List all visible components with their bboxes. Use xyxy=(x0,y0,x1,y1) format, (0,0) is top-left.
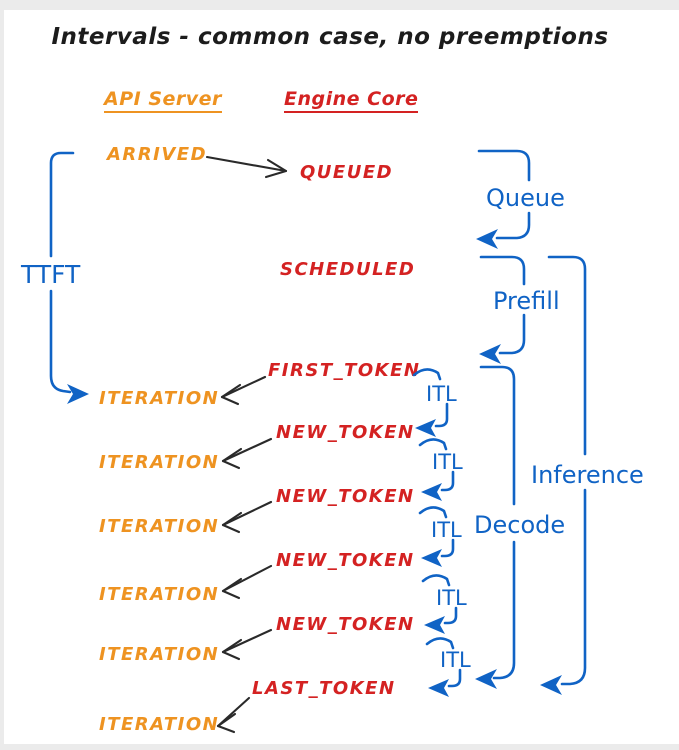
event-new-token: NEW_TOKEN xyxy=(276,550,415,571)
ttft-bracket xyxy=(49,151,89,404)
arrowhead-icon xyxy=(221,577,243,600)
arrowhead-icon xyxy=(221,638,243,661)
event-iteration: ITERATION xyxy=(99,714,220,735)
itl-arrowhead-icon xyxy=(421,549,442,567)
event-arrived: ARRIVED xyxy=(107,144,208,165)
interval-inference-label: Inference xyxy=(531,461,644,489)
arrowhead-icon xyxy=(221,511,243,534)
interval-queue-label: Queue xyxy=(486,184,565,212)
event-new-token: NEW_TOKEN xyxy=(276,614,415,635)
token-to-iteration-arrow xyxy=(216,696,251,734)
ttft-arrowhead-icon xyxy=(67,384,89,404)
event-iteration: ITERATION xyxy=(99,584,220,605)
inference-bracket xyxy=(540,255,587,695)
itl-connector xyxy=(418,438,455,501)
itl-connector xyxy=(412,368,449,437)
queue-arrowhead-icon xyxy=(476,229,498,249)
event-first-token: FIRST_TOKEN xyxy=(268,360,421,381)
event-queued: QUEUED xyxy=(300,162,394,183)
itl-connector xyxy=(421,574,458,634)
event-last-token: LAST_TOKEN xyxy=(252,678,396,699)
prefill-arrowhead-icon xyxy=(479,344,501,364)
event-new-token: NEW_TOKEN xyxy=(276,422,415,443)
arrived-to-queued-arrow xyxy=(205,155,288,179)
token-to-iteration-arrow xyxy=(221,564,273,600)
queue-bracket xyxy=(476,149,531,249)
top-edge-strip xyxy=(0,0,679,10)
itl-arrowhead-icon xyxy=(424,616,445,634)
interval-itl-label: ITL xyxy=(432,450,463,474)
token-to-iteration-arrow xyxy=(221,628,273,661)
event-new-token: NEW_TOKEN xyxy=(276,486,415,507)
interval-decode-label: Decode xyxy=(474,511,566,539)
arrowhead-icon xyxy=(264,158,288,179)
interval-itl-label: ITL xyxy=(440,648,471,672)
event-scheduled: SCHEDULED xyxy=(280,259,416,280)
itl-connector xyxy=(418,506,455,567)
left-edge-strip xyxy=(0,0,4,750)
arrowhead-icon xyxy=(220,383,242,406)
engine-core-header: Engine Core xyxy=(284,88,419,113)
api-server-header: API Server xyxy=(104,88,222,113)
interval-itl-label: ITL xyxy=(431,518,462,542)
itl-arrowhead-icon xyxy=(415,419,436,437)
decode-arrowhead-icon xyxy=(475,669,497,689)
itl-arrowhead-icon xyxy=(428,679,449,697)
interval-ttft-label: TTFT xyxy=(21,260,81,289)
diagram-title: Intervals - common case, no preemptions xyxy=(51,24,609,50)
interval-itl-label: ITL xyxy=(436,586,467,610)
bottom-edge-strip xyxy=(0,744,679,750)
event-iteration: ITERATION xyxy=(99,388,220,409)
token-to-iteration-arrow xyxy=(221,437,273,470)
inference-arrowhead-icon xyxy=(540,675,562,695)
token-to-iteration-arrow xyxy=(221,500,273,534)
event-iteration: ITERATION xyxy=(99,452,220,473)
event-iteration: ITERATION xyxy=(99,644,220,665)
event-iteration: ITERATION xyxy=(99,516,220,537)
prefill-bracket xyxy=(479,255,526,364)
itl-arrowhead-icon xyxy=(421,483,442,501)
arrowhead-icon xyxy=(216,712,237,734)
interval-itl-label: ITL xyxy=(426,382,457,406)
itl-connector xyxy=(425,637,462,697)
interval-prefill-label: Prefill xyxy=(493,287,560,315)
token-to-iteration-arrow xyxy=(220,375,267,406)
arrowhead-icon xyxy=(221,447,243,470)
decode-bracket xyxy=(475,365,516,689)
